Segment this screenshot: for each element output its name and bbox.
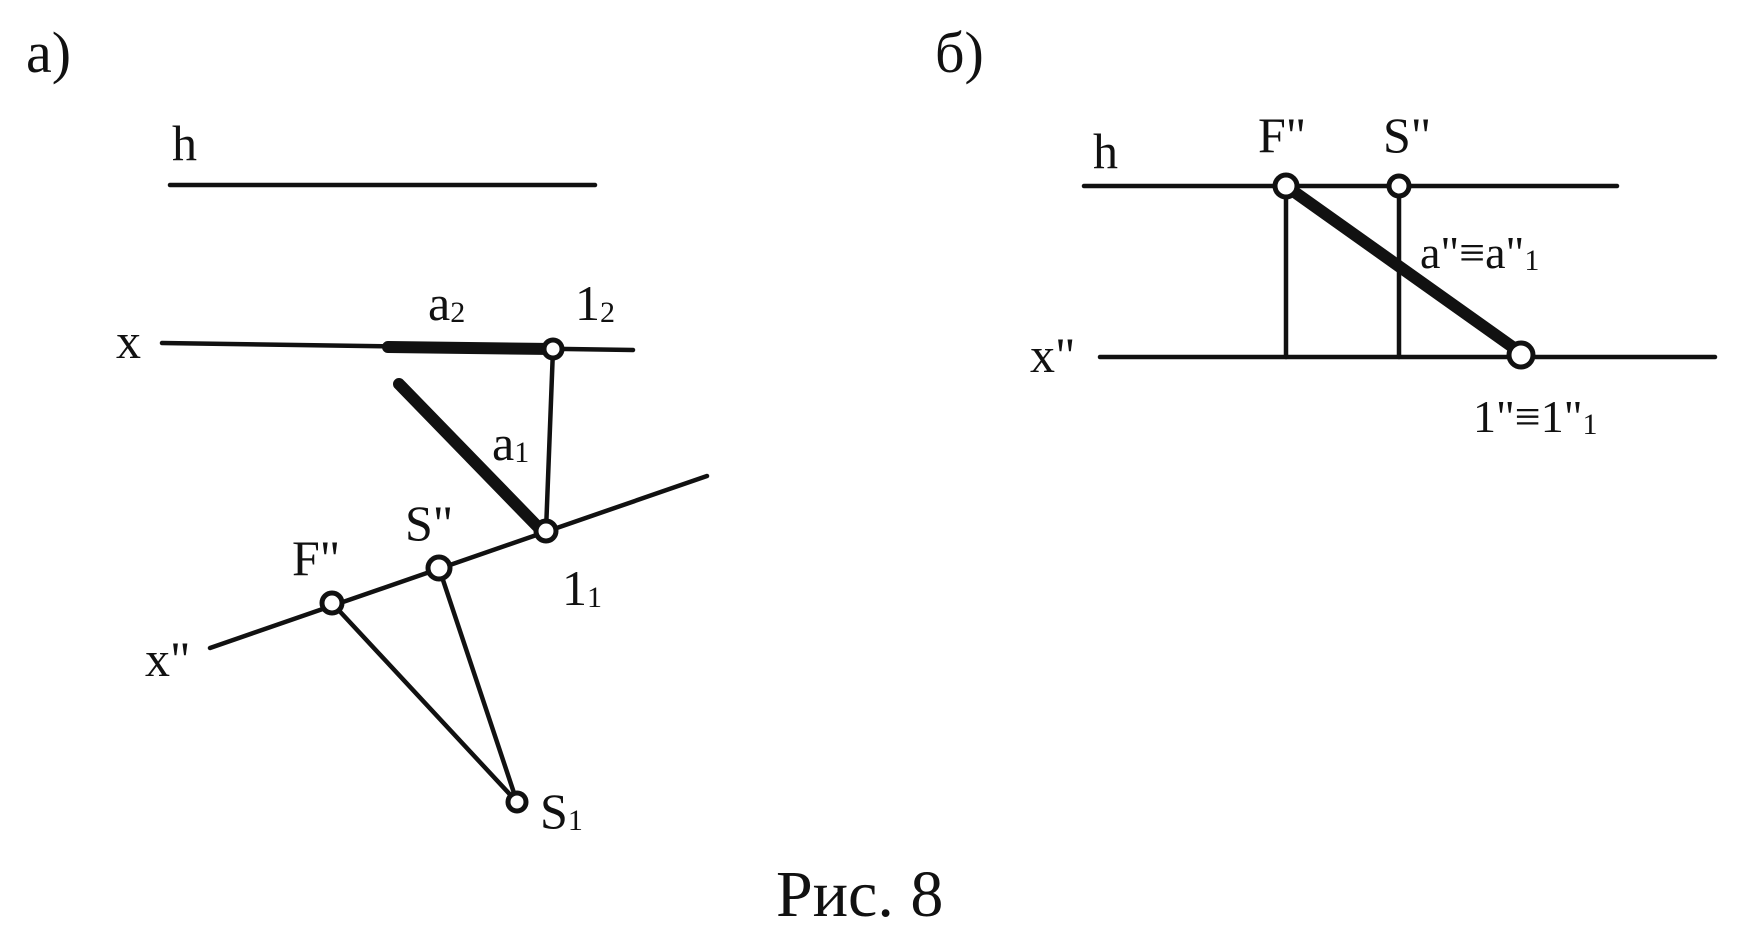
panel-b-a-label: a"≡a"1	[1420, 227, 1539, 278]
panel-a-point-11	[533, 518, 559, 544]
panel-b-1-label: 1"≡1"1	[1473, 391, 1598, 442]
panel-b-h-label: h	[1093, 123, 1118, 179]
panel-a-line-F-S1	[329, 600, 520, 805]
panel-a-point-F	[319, 590, 345, 616]
panel-b-point-F	[1272, 172, 1300, 200]
panel-a-a2-label: a2	[428, 275, 465, 331]
panel-a-S1-label: S1	[540, 783, 583, 839]
panel-a-link-line	[543, 346, 556, 534]
panel-b: б) h x" F" S" a"≡a"1 1"≡1"1	[935, 20, 1718, 442]
panel-a-F-label: F"	[292, 530, 340, 586]
panel-a-h-label: h	[172, 115, 197, 171]
panel-a-label: а)	[26, 20, 71, 85]
panel-a-x2-label: x"	[145, 631, 190, 687]
panel-b-point-1	[1506, 340, 1536, 370]
figure-caption: Рис. 8	[776, 858, 943, 928]
panel-a-line-S-S1	[436, 565, 520, 805]
panel-a-x2-line	[207, 473, 710, 651]
panel-a-segment-a1	[393, 378, 544, 533]
panel-a-point-S1	[505, 790, 529, 814]
panel-b-S-label: S"	[1383, 107, 1431, 163]
panel-a-12-label: 12	[575, 275, 615, 331]
panel-b-label: б)	[935, 20, 984, 85]
panel-b-x2-label: x"	[1030, 327, 1075, 383]
panel-a-x-label: x	[116, 313, 141, 369]
panel-a-a1-label: a1	[492, 415, 529, 471]
panel-a: а) h x a2 12 a1 x" 11 F" S" S1	[26, 20, 710, 839]
panel-a-S-label: S"	[405, 495, 453, 551]
panel-b-F-label: F"	[1258, 107, 1306, 163]
panel-b-point-S	[1386, 173, 1412, 199]
panel-a-11-label: 11	[562, 560, 602, 616]
panel-a-point-12	[541, 337, 565, 361]
panel-b-segment-a	[1280, 180, 1527, 359]
panel-a-point-S	[425, 554, 453, 582]
panel-a-segment-a2	[382, 341, 559, 355]
